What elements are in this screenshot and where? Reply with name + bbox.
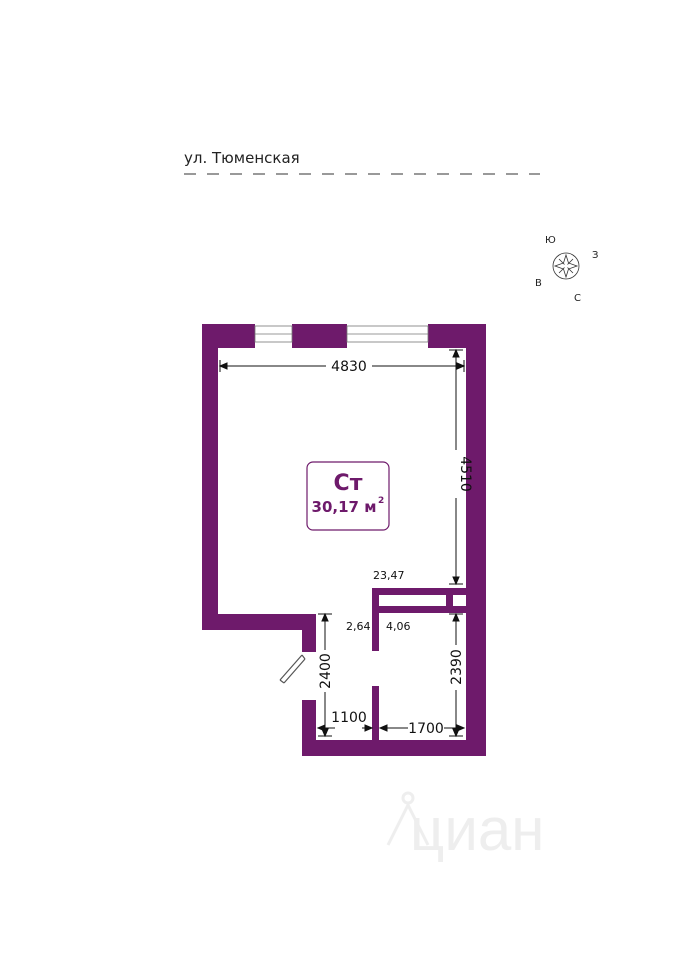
room-label-box (306, 461, 390, 531)
entrance-door-icon (279, 654, 306, 684)
area-bath: 4,06 (386, 620, 411, 633)
area-hall: 2,64 (346, 620, 371, 633)
compass-label-east: З (592, 250, 598, 261)
room-area-unit-sup: 2 (378, 496, 384, 506)
dim-bath-depth: 2390 (449, 649, 465, 685)
windows (254, 325, 429, 343)
dim-hall-width: 1100 (331, 710, 367, 726)
compass-label-west: В (535, 278, 542, 289)
dim-hall-depth: 2400 (318, 653, 334, 689)
dim-room-depth: 4510 (457, 456, 473, 492)
area-main: 23,47 (373, 569, 405, 582)
compass-rose-icon (552, 252, 580, 280)
compass-label-south: С (574, 293, 581, 304)
watermark: циан (410, 796, 544, 863)
room-area: 30,17 м (312, 498, 377, 516)
room-code: Ст (334, 471, 363, 496)
watermark-logo-icon (386, 791, 430, 846)
dim-bath-width: 1700 (408, 721, 444, 737)
dimension-lines (218, 348, 466, 738)
street-name: ул. Тюменская (184, 149, 300, 167)
compass-label-north: Ю (545, 235, 556, 246)
walls (202, 324, 486, 756)
dim-room-width: 4830 (331, 359, 367, 375)
